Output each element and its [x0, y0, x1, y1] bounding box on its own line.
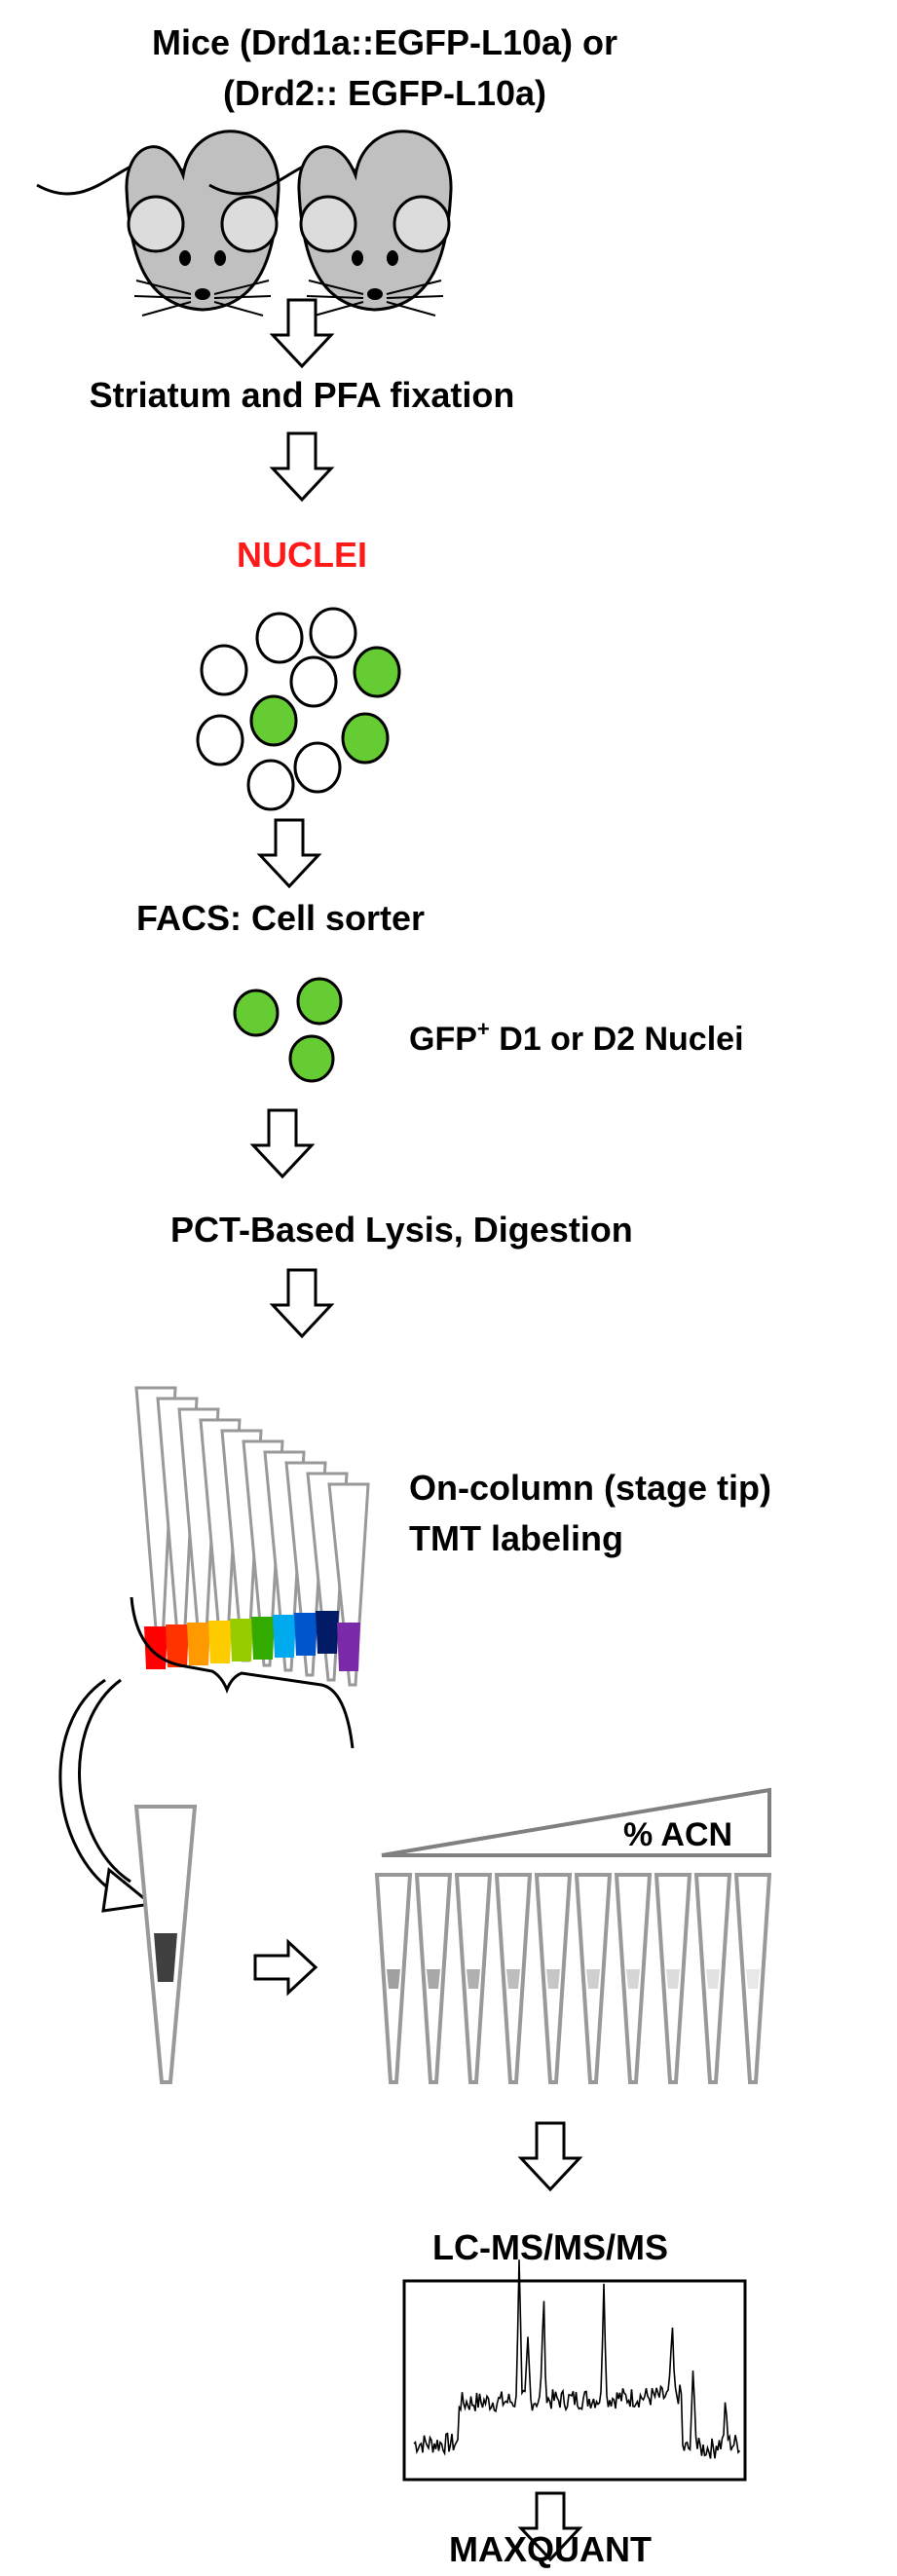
fraction-band: [706, 1969, 720, 1989]
nucleus-unlabeled: [196, 714, 244, 766]
tmt-color-band: [294, 1613, 318, 1656]
fraction-stage-tip: [654, 1873, 692, 2084]
tmt-color-band: [230, 1619, 253, 1661]
nuclei-cluster: [196, 607, 401, 811]
tmt-stage-tip: [327, 1482, 370, 1687]
nucleus-gfp-positive: [249, 694, 298, 747]
step-striatum-label: Striatum and PFA fixation: [90, 375, 515, 415]
fraction-band: [746, 1969, 760, 1989]
tmt-color-band: [187, 1623, 210, 1665]
down-arrow-icon: [519, 2121, 581, 2191]
fraction-stage-tip: [534, 1873, 573, 2084]
curved-arrow-head: [101, 1867, 155, 1913]
fraction-stage-tip: [693, 1873, 732, 2084]
title-line-2: (Drd2:: EGFP-L10a): [223, 73, 546, 113]
nucleus-unlabeled: [255, 612, 304, 664]
down-arrow-icon: [258, 818, 320, 888]
step-pct-label: PCT-Based Lysis, Digestion: [170, 1210, 633, 1250]
tmt-color-band: [208, 1621, 232, 1663]
fraction-band: [546, 1969, 560, 1989]
nucleus-gfp-positive: [288, 1034, 335, 1083]
oncolumn-line-1: On-column (stage tip): [409, 1468, 771, 1508]
fraction-stage-tip: [454, 1873, 493, 2084]
nucleus-gfp-positive: [233, 989, 280, 1037]
chromatogram-trace: [413, 2259, 741, 2459]
step-maxquant-label: MAXQUANT: [449, 2529, 652, 2569]
nucleus-unlabeled: [293, 741, 342, 794]
fraction-stage-tip: [494, 1873, 533, 2084]
fraction-band: [626, 1969, 640, 1989]
fraction-band: [506, 1969, 520, 1989]
title-line-1: Mice (Drd1a::EGFP-L10a) or: [152, 22, 617, 62]
sorted-nuclei: [233, 977, 343, 1083]
pooling-curved-arrow: [58, 1678, 118, 1896]
oncolumn-line-2: TMT labeling: [409, 1518, 623, 1558]
tmt-color-band: [316, 1611, 339, 1654]
fraction-stage-tip: [614, 1873, 653, 2084]
fraction-stage-tip: [574, 1873, 613, 2084]
down-arrow-icon: [271, 431, 333, 502]
mouse-icon: [35, 130, 280, 317]
gfp-rest-text: D1 or D2 Nuclei: [490, 1021, 744, 1058]
fraction-stage-tip: [374, 1873, 413, 2084]
down-arrow-icon: [271, 1268, 333, 1338]
acn-label: % ACN: [623, 1816, 732, 1853]
fraction-stage-tip: [414, 1873, 453, 2084]
fraction-tips: [374, 1873, 772, 2084]
nucleus-gfp-positive: [296, 977, 343, 1026]
pooling-brace: [130, 1596, 355, 1749]
nuclei-label: NUCLEI: [237, 535, 367, 575]
fraction-stage-tip: [733, 1873, 772, 2084]
tmt-color-band: [273, 1615, 296, 1658]
fraction-band: [467, 1969, 480, 1989]
tmt-color-band: [166, 1624, 189, 1667]
gfp-text: GFP: [409, 1021, 477, 1058]
nucleus-gfp-positive: [341, 712, 390, 765]
acn-gradient-wedge: [381, 1787, 771, 1857]
tmt-color-band: [251, 1617, 275, 1660]
tmt-color-band: [337, 1623, 360, 1671]
tmt-stage-tips: [134, 1386, 370, 1687]
nucleus-unlabeled: [309, 607, 357, 659]
right-arrow-icon: [253, 1940, 318, 1995]
gfp-superscript: +: [477, 1017, 490, 1041]
gfp-nuclei-label: GFP+ D1 or D2 Nuclei: [409, 1017, 744, 1058]
down-arrow-icon: [271, 298, 333, 368]
chromatogram-panel: [402, 2259, 747, 2482]
nucleus-gfp-positive: [353, 646, 401, 698]
nucleus-unlabeled: [200, 644, 248, 696]
fraction-band: [387, 1969, 400, 1989]
step-lcms-label: LC-MS/MS/MS: [432, 2227, 668, 2267]
nucleus-unlabeled: [289, 655, 338, 708]
fraction-band: [586, 1969, 600, 1989]
nucleus-unlabeled: [246, 759, 295, 811]
fraction-band: [427, 1969, 440, 1989]
pooled-stage-tip: [133, 1805, 198, 2084]
down-arrow-icon: [251, 1108, 314, 1178]
pooling-curved-arrow: [78, 1678, 131, 1884]
fraction-band: [666, 1969, 680, 1989]
step-facs-label: FACS: Cell sorter: [136, 898, 425, 938]
